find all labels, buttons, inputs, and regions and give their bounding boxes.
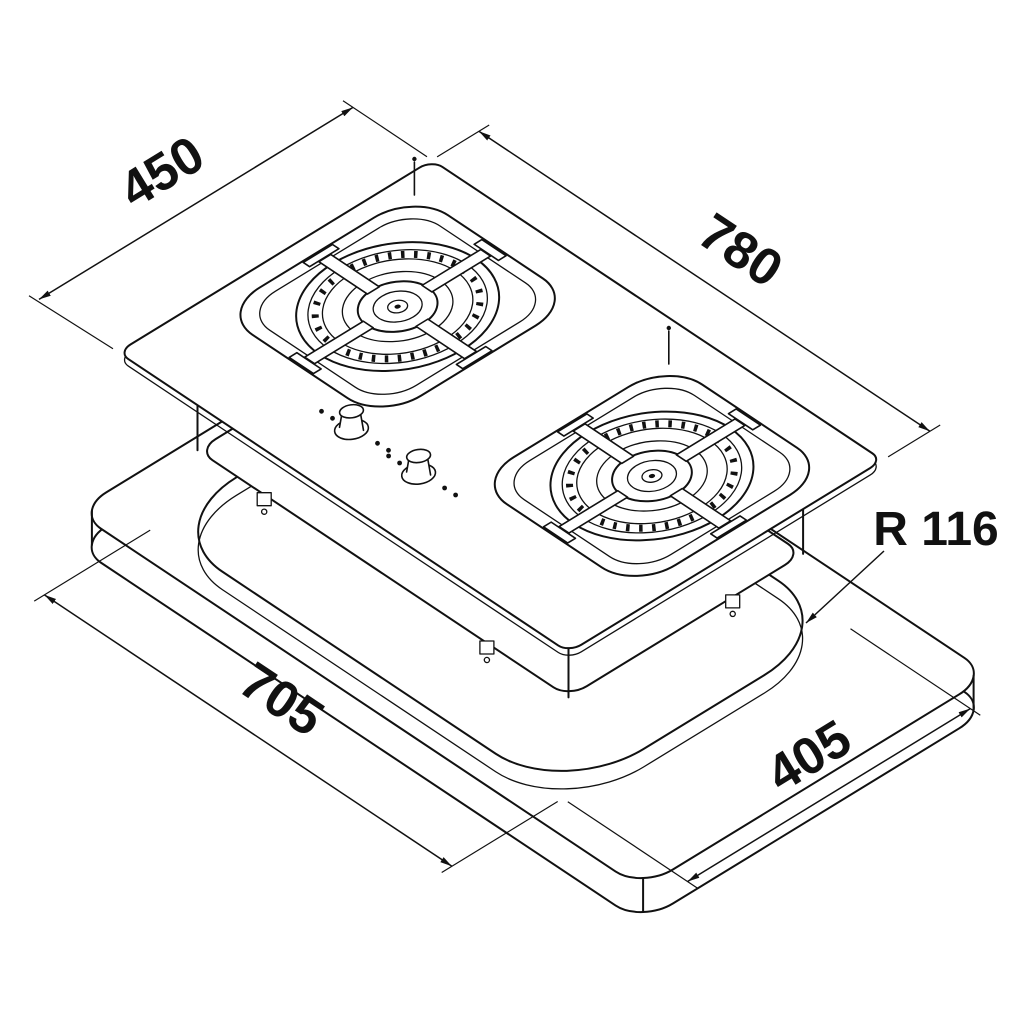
extension-line <box>34 530 150 601</box>
dimension-780-label: 780 <box>688 203 792 299</box>
knob-right-mark <box>386 453 391 459</box>
knob-left-mark <box>319 408 324 414</box>
knob-right-mark <box>442 485 447 491</box>
dimension-line <box>44 595 452 866</box>
dimension-line <box>688 709 971 882</box>
extension-line <box>437 125 489 157</box>
dimension-r116: R 116 <box>806 503 999 623</box>
knob-left-mark <box>386 447 391 453</box>
knob-left-mark <box>330 415 335 421</box>
igniter-pin-left-tip <box>412 156 417 162</box>
extension-line <box>568 802 698 889</box>
dimension-450-label: 450 <box>110 125 214 220</box>
dimension-r116-label: R 116 <box>873 503 998 556</box>
radius-leader-line <box>806 551 884 623</box>
knob-right-mark <box>397 460 402 466</box>
extension-line <box>442 802 558 873</box>
knob-right-mark <box>453 492 458 498</box>
extension-line <box>343 101 427 157</box>
dimension-line <box>479 131 930 431</box>
extension-line <box>888 425 940 457</box>
dimension-line <box>39 107 353 299</box>
control-knobs <box>319 402 458 498</box>
knob-left-mark <box>375 440 380 446</box>
extension-line <box>851 629 981 716</box>
extension-line <box>29 296 113 349</box>
igniter-pin-right-tip <box>666 325 671 331</box>
